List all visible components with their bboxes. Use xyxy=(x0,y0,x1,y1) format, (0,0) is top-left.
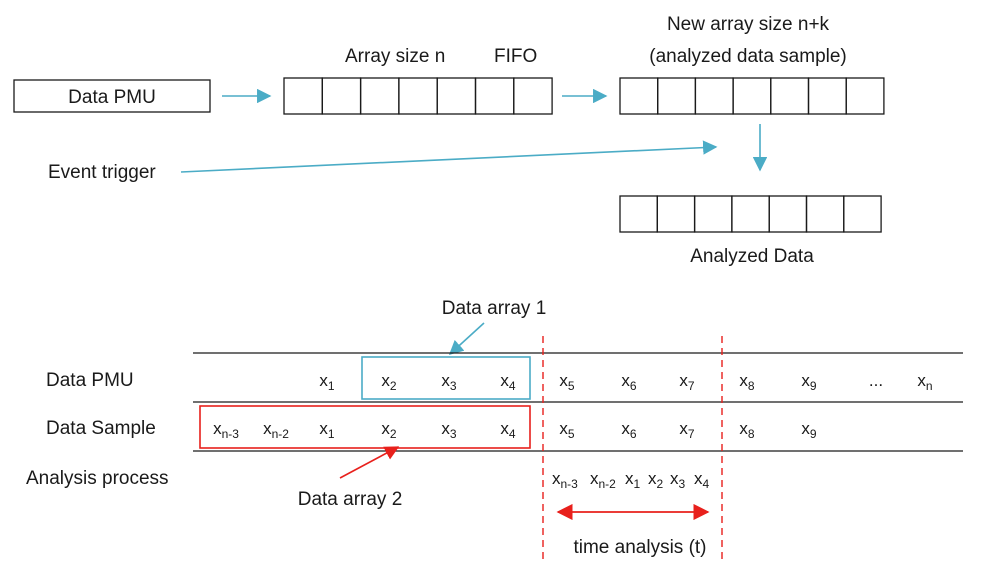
timeline-value: x3 xyxy=(441,419,457,441)
data-pmu-source-box xyxy=(13,79,211,113)
analyzed-data-array-cell xyxy=(619,195,658,233)
new-array-sample-label: (analyzed data sample) xyxy=(649,46,847,67)
timeline-value: xn-3 xyxy=(213,419,239,441)
time-analysis-label: time analysis (t) xyxy=(573,537,706,558)
timeline-value: x4 xyxy=(500,419,516,441)
analyzed-data-array-cell xyxy=(843,195,882,233)
fifo-array-cell xyxy=(436,77,477,115)
new-array xyxy=(619,77,885,115)
timeline-value: x8 xyxy=(739,371,755,393)
fifo-array-cell xyxy=(474,77,515,115)
new-array-cell xyxy=(732,77,772,115)
analyzed-data-array xyxy=(619,195,882,233)
analyzed-data-label: Analyzed Data xyxy=(690,246,814,267)
data-array-1-pointer xyxy=(448,322,485,355)
timeline-value: x6 xyxy=(621,419,637,441)
data-array-2-pointer xyxy=(339,446,400,479)
data-array-1-box xyxy=(361,356,531,400)
fifo-label: FIFO xyxy=(494,46,537,67)
analyzed-data-array-cell xyxy=(805,195,845,233)
event-trigger-label: Event trigger xyxy=(48,162,156,183)
new-array-size-label: New array size n+k xyxy=(667,14,830,35)
row-label: Analysis process xyxy=(26,468,169,489)
analyzed-data-array-cell xyxy=(656,195,696,233)
new-array-cell xyxy=(807,77,847,115)
fifo-array xyxy=(283,77,553,115)
data-array-2-label: Data array 2 xyxy=(298,489,403,510)
timeline-value: x3 xyxy=(441,371,457,393)
analysis-value: x3 xyxy=(670,469,686,491)
new-array-cell xyxy=(657,77,697,115)
analysis-sequence: xn-3 xn-2 x1 x2 x3 x4 xyxy=(552,469,710,491)
analysis-value: x2 xyxy=(648,469,664,491)
timeline-value: x1 xyxy=(319,419,335,441)
analysis-value: xn-2 xyxy=(590,469,616,491)
new-array-cell xyxy=(845,77,885,115)
fifo-array-cell xyxy=(513,77,553,115)
data-array-1-label: Data array 1 xyxy=(442,298,547,319)
timeline-value: x1 xyxy=(319,371,335,393)
timeline-value: x8 xyxy=(739,419,755,441)
event-trigger-arrow xyxy=(180,140,718,173)
timeline-value: x2 xyxy=(381,419,397,441)
fifo-array-cell xyxy=(359,77,400,115)
fifo-array-cell xyxy=(283,77,323,115)
timeline-value: x5 xyxy=(559,419,575,441)
timeline-value: xn xyxy=(917,371,932,393)
timeline-value: x4 xyxy=(500,371,516,393)
timeline-value: x5 xyxy=(559,371,575,393)
row-label: Data PMU xyxy=(46,370,134,391)
timeline-value: x2 xyxy=(381,371,397,393)
fifo-array-cell xyxy=(321,77,362,115)
data-pmu-source-label: Data PMU xyxy=(68,87,156,108)
row-label: Data Sample xyxy=(46,418,156,439)
data-array-2-box xyxy=(199,405,531,449)
analyzed-data-array-cell xyxy=(731,195,770,233)
fifo-array-cell xyxy=(398,77,438,115)
new-array-cell xyxy=(694,77,734,115)
analyzed-data-array-cell xyxy=(768,195,808,233)
new-array-cell xyxy=(619,77,659,115)
analyzed-data-array-cell xyxy=(693,195,733,233)
analysis-value: x1 xyxy=(625,469,641,491)
fifo-array-size-label: Array size n xyxy=(345,46,445,67)
timeline-value: ... xyxy=(869,371,883,390)
analysis-value: xn-3 xyxy=(552,469,578,491)
analysis-value: x4 xyxy=(694,469,710,491)
timeline-row-cells: x1 x2 x3 x4 x5 x6 x7 x8 x9... xn xn-3 xn-2 x1 x2 x3 x4 x… xyxy=(213,371,933,441)
timeline-value: x9 xyxy=(801,419,817,441)
new-array-cell xyxy=(770,77,810,115)
timeline-value: x7 xyxy=(679,419,695,441)
timeline-value: x9 xyxy=(801,371,817,393)
timeline-value: x7 xyxy=(679,371,695,393)
timeline-value: xn-2 xyxy=(263,419,289,441)
timeline-value: x6 xyxy=(621,371,637,393)
